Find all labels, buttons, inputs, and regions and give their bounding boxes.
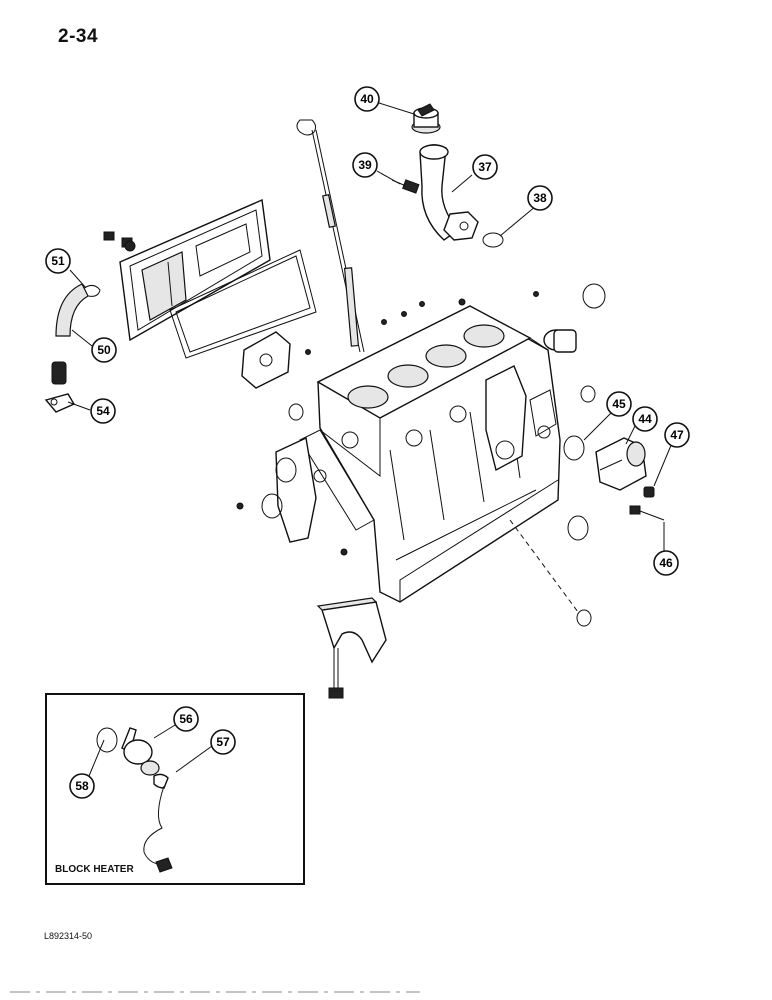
svg-text:56: 56 [179,712,193,726]
valve-cover [119,198,271,342]
callout-54: 54 [90,398,116,424]
svg-text:46: 46 [659,556,673,570]
svg-text:51: 51 [51,254,65,268]
callout-46: 46 [653,550,679,576]
hose-clamp [83,284,101,297]
svg-text:50: 50 [97,343,111,357]
breather-plate [241,331,291,389]
oil-filler-cap [411,103,441,134]
water-outlet-o-ring [563,435,585,461]
callout-47: 47 [664,422,690,448]
callout-58: 58 [69,773,95,799]
callout-37: 37 [472,154,498,180]
filler-tube-o-ring [482,232,504,248]
callout-50: 50 [91,337,117,363]
oil-gallery-dash-line [509,519,579,613]
main-bearing-bolt [328,648,344,699]
svg-text:45: 45 [612,397,626,411]
svg-text:40: 40 [360,92,374,106]
block-plugs [236,283,606,627]
water-outlet-housing [595,437,647,491]
svg-text:54: 54 [96,404,110,418]
main-bearing-cap [316,597,387,664]
water-outlet-nut [643,486,655,498]
inset-title: BLOCK HEATER [55,864,134,875]
leader-lines [67,102,673,777]
callout-39: 39 [352,152,378,178]
svg-text:57: 57 [216,735,230,749]
engine-block [275,305,561,603]
figure-code: L892314-50 [44,931,93,941]
callout-45: 45 [606,391,632,417]
svg-text:38: 38 [533,191,547,205]
valve-cover-gasket [169,249,317,359]
callout-40: 40 [354,86,380,112]
page-number: 2-34 [58,26,99,47]
svg-text:37: 37 [478,160,492,174]
block-heater-art [96,727,173,873]
oil-filler-tube [419,144,479,241]
valve-cover-bolt [103,231,136,252]
callout-51: 51 [45,248,71,274]
svg-text:44: 44 [638,412,652,426]
water-outlet-bolt [629,505,665,521]
dipstick [296,119,365,353]
callout-57: 57 [210,729,236,755]
svg-text:39: 39 [358,158,372,172]
block-heater-inset: BLOCK HEATER [45,693,305,885]
callout-56: 56 [173,706,199,732]
svg-text:58: 58 [75,779,89,793]
breather-hose [51,283,89,385]
callout-38: 38 [527,185,553,211]
callout-44: 44 [632,406,658,432]
svg-text:47: 47 [670,428,684,442]
